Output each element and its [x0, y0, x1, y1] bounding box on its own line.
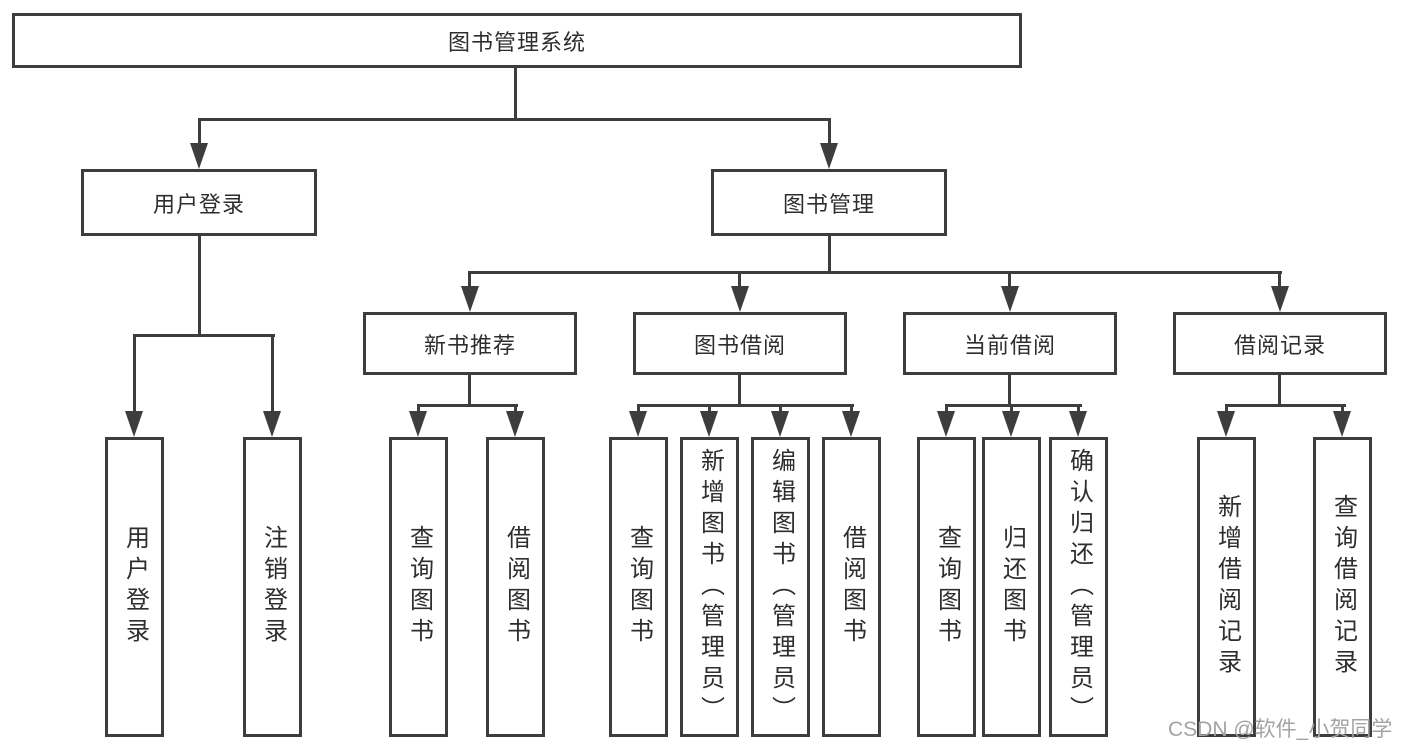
arrowhead-down-icon: [731, 286, 749, 312]
node-label: 借阅记录: [1233, 332, 1326, 358]
connector-line: [828, 118, 831, 146]
leaf-user-login: 用户登录: [105, 437, 164, 737]
node-label: 当前借阅: [963, 332, 1056, 358]
arrowhead-down-icon: [771, 411, 789, 437]
connector-line: [133, 334, 275, 337]
connector-line: [637, 404, 640, 416]
node-label: 注销登录: [259, 525, 287, 649]
arrowhead-down-icon: [629, 411, 647, 437]
arrowhead-down-icon: [125, 411, 143, 437]
node-label: 确认归还（管理员）: [1065, 447, 1093, 727]
connector-line: [1077, 404, 1080, 416]
connector-line: [945, 404, 1082, 407]
node-label: 借阅图书: [502, 525, 530, 649]
node-label: 新增图书（管理员）: [696, 447, 724, 727]
connector-line: [828, 236, 831, 273]
leaf-edit-book-admin: 编辑图书（管理员）: [751, 437, 810, 737]
connector-line: [198, 118, 831, 121]
leaf-add-book-admin: 新增图书（管理员）: [680, 437, 739, 737]
arrowhead-down-icon: [1002, 411, 1020, 437]
leaf-return-books: 归还图书: [982, 437, 1041, 737]
arrowhead-down-icon: [937, 411, 955, 437]
connector-line: [468, 271, 471, 289]
leaf-confirm-return-admin: 确认归还（管理员）: [1049, 437, 1108, 737]
connector-line: [514, 404, 517, 416]
connector-line: [133, 334, 136, 414]
connector-line: [850, 404, 853, 416]
connector-line: [637, 404, 854, 407]
leaf-query-books-borrowing: 查询图书: [609, 437, 668, 737]
leaf-add-borrow-record: 新增借阅记录: [1197, 437, 1256, 737]
arrowhead-down-icon: [1001, 286, 1019, 312]
node-label: 图书管理: [782, 191, 875, 217]
arrowhead-down-icon: [820, 143, 838, 169]
arrowhead-down-icon: [190, 143, 208, 169]
leaf-query-books-recommend: 查询图书: [389, 437, 448, 737]
arrowhead-down-icon: [263, 411, 281, 437]
node-borrowing-records: 借阅记录: [1173, 312, 1387, 375]
node-label: 图书管理系统: [447, 29, 586, 55]
connector-line: [514, 68, 517, 121]
arrowhead-down-icon: [842, 411, 860, 437]
connector-line: [1278, 375, 1281, 407]
connector-line: [1008, 375, 1011, 407]
leaf-query-borrow-record: 查询借阅记录: [1313, 437, 1372, 737]
connector-line: [708, 404, 711, 416]
node-label: 编辑图书（管理员）: [767, 447, 795, 727]
connector-line: [468, 375, 471, 407]
connector-line: [738, 375, 741, 407]
connector-line: [1225, 404, 1346, 407]
csdn-watermark: CSDN @软件_小贺同学: [1168, 718, 1393, 741]
connector-line: [1010, 404, 1013, 416]
node-label: 查询图书: [625, 525, 653, 649]
connector-line: [468, 271, 1282, 274]
arrowhead-down-icon: [506, 411, 524, 437]
node-current-borrowing: 当前借阅: [903, 312, 1117, 375]
arrowhead-down-icon: [1217, 411, 1235, 437]
leaf-borrow-books-recommend: 借阅图书: [486, 437, 545, 737]
arrowhead-down-icon: [461, 286, 479, 312]
connector-line: [417, 404, 420, 416]
arrowhead-down-icon: [1069, 411, 1087, 437]
connector-line: [1341, 404, 1344, 416]
connector-line: [198, 236, 201, 337]
node-label: 借阅图书: [838, 525, 866, 649]
arrowhead-down-icon: [1333, 411, 1351, 437]
leaf-query-books-current: 查询图书: [917, 437, 976, 737]
connector-line: [417, 404, 518, 407]
node-label: 用户登录: [121, 525, 149, 649]
node-label: 用户登录: [152, 191, 245, 217]
connector-line: [1278, 271, 1281, 289]
node-book-borrowing: 图书借阅: [633, 312, 847, 375]
node-label: 查询图书: [933, 525, 961, 649]
node-label: 图书借阅: [693, 332, 786, 358]
connector-line: [738, 271, 741, 289]
node-label: 查询图书: [405, 525, 433, 649]
node-book-management: 图书管理: [711, 169, 947, 236]
arrowhead-down-icon: [409, 411, 427, 437]
node-label: 查询借阅记录: [1329, 494, 1357, 680]
connector-line: [198, 118, 201, 146]
node-label: 新增借阅记录: [1213, 494, 1241, 680]
node-label: 归还图书: [998, 525, 1026, 649]
node-label: 新书推荐: [423, 332, 516, 358]
leaf-borrow-books: 借阅图书: [822, 437, 881, 737]
arrowhead-down-icon: [700, 411, 718, 437]
leaf-logout: 注销登录: [243, 437, 302, 737]
arrowhead-down-icon: [1271, 286, 1289, 312]
connector-line: [1225, 404, 1228, 416]
node-book-management-system: 图书管理系统: [12, 13, 1022, 68]
connector-line: [1008, 271, 1011, 289]
connector-line: [271, 334, 274, 414]
connector-line: [779, 404, 782, 416]
node-new-book-recommend: 新书推荐: [363, 312, 577, 375]
connector-line: [945, 404, 948, 416]
node-user-login: 用户登录: [81, 169, 317, 236]
